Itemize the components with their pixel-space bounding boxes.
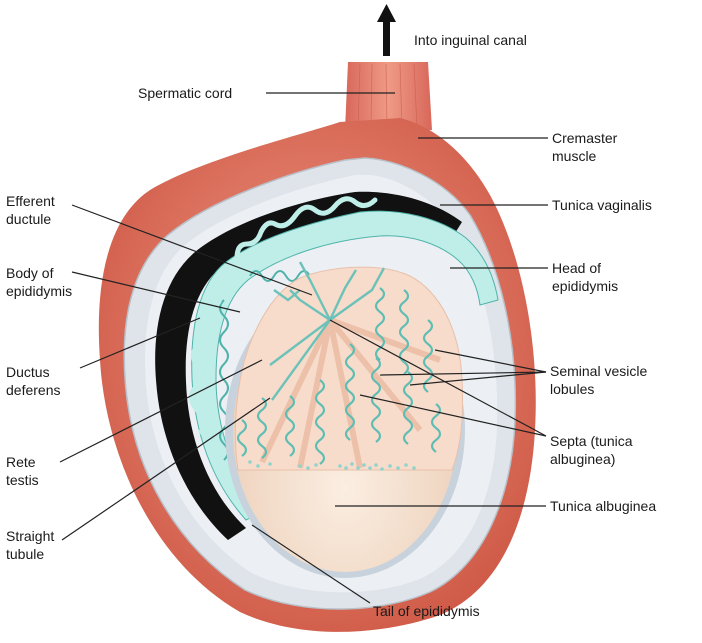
label-tail-of-epididymis: Tail of epididymis — [373, 603, 480, 619]
label-into-inguinal-canal: Into inguinal canal — [414, 32, 527, 48]
label-seminal-vesicle-lobules-1: Seminal vesicle — [550, 363, 648, 379]
rete-testis — [269, 261, 386, 401]
label-rete-testis-2: testis — [6, 472, 39, 488]
label-septa-2: albuginea) — [550, 451, 616, 467]
label-ductus-deferens-1: Ductus — [6, 364, 50, 380]
straight-tubules — [248, 460, 416, 471]
label-cremaster-muscle-1: Cremaster — [552, 130, 618, 146]
label-efferent-ductule-2: ductule — [6, 211, 52, 227]
ductus-deferens — [189, 196, 378, 435]
label-efferent-ductule-1: Efferent — [6, 193, 55, 209]
arrow-up-icon — [377, 4, 396, 56]
label-septa-1: Septa (tunica — [550, 433, 633, 449]
label-tunica-albuginea: Tunica albuginea — [550, 498, 657, 514]
label-spermatic-cord: Spermatic cord — [138, 85, 233, 101]
label-seminal-vesicle-lobules-2: lobules — [550, 381, 595, 397]
label-straight-tubule-1: Straight — [6, 528, 55, 544]
label-body-of-epididymis-1: Body of — [6, 265, 54, 281]
label-body-of-epididymis-2: epididymis — [6, 283, 73, 299]
label-rete-testis-1: Rete — [6, 454, 36, 470]
spermatic-cord — [345, 62, 432, 130]
label-cremaster-muscle-2: muscle — [552, 148, 597, 164]
label-head-of-epididymis-1: Head of — [552, 260, 602, 276]
label-ductus-deferens-2: deferens — [6, 382, 61, 398]
leader-lines — [59, 92, 548, 604]
label-straight-tubule-2: tubule — [6, 546, 45, 562]
label-head-of-epididymis-2: epididymis — [552, 278, 619, 294]
label-tunica-vaginalis: Tunica vaginalis — [552, 197, 652, 213]
